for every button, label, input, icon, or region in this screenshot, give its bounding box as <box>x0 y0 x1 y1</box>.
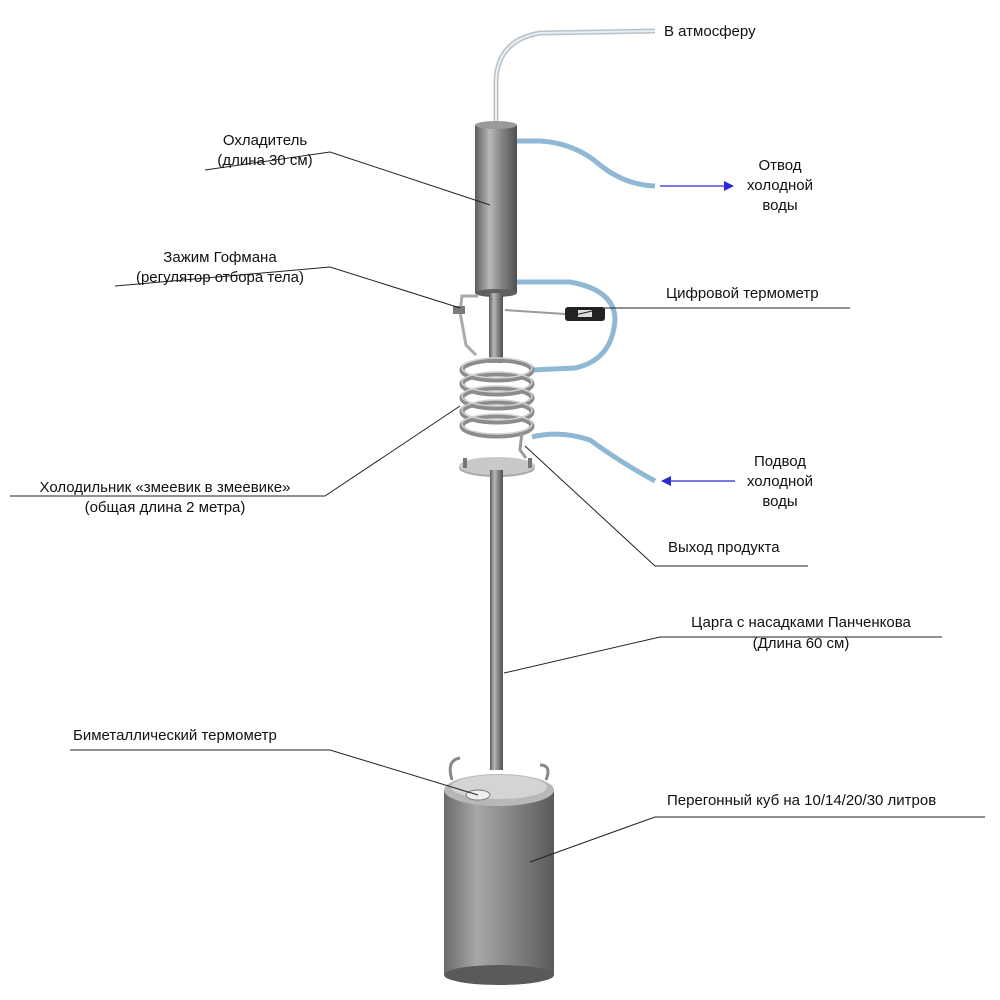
cold-water-outlet-label-1: Отвод <box>758 157 802 174</box>
still-pot <box>444 756 554 985</box>
digital-thermometer-probe <box>504 307 605 321</box>
connecting-hose <box>517 279 618 373</box>
cold-water-inlet-hose <box>531 431 657 484</box>
atmosphere-tube <box>493 28 656 124</box>
coil-condenser-title-label: Холодильник «змеевик в змеевике» <box>39 479 291 496</box>
cold-water-outlet-label-2: холодной <box>746 177 814 194</box>
cooler-title-label: Охладитель <box>222 132 308 149</box>
hofmann-clamp-title-label: Зажим Гофмана <box>163 249 277 266</box>
cold-water-inlet-label-1: Подвод <box>753 453 807 470</box>
column-flange <box>459 457 535 477</box>
column-length-label: (Длина 60 см) <box>752 635 850 652</box>
cold-water-inlet-label-3: воды <box>762 493 798 510</box>
cold-water-inlet-label-2: холодной <box>746 473 814 490</box>
product-outlet-tube <box>518 431 528 459</box>
column-title-label: Царга с насадками Панченкова <box>691 614 911 631</box>
cooler-length-label: (длина 30 см) <box>217 152 313 169</box>
coil-condenser-sub-label: (общая длина 2 метра) <box>84 499 246 516</box>
digital-thermometer-label: Цифровой термометр <box>666 285 819 302</box>
atmosphere-label: В атмосферу <box>664 23 756 40</box>
leader-lines <box>10 151 985 863</box>
hofmann-clamp <box>453 306 465 314</box>
column-tube <box>490 470 503 770</box>
cooler-cylinder <box>475 121 517 297</box>
product-outlet-label: Выход продукта <box>668 539 780 556</box>
hofmann-clamp-sub-label: (регулятор отбора тела) <box>135 269 305 286</box>
hofmann-clamp-tube <box>458 294 478 357</box>
cold-water-outlet-hose <box>517 138 656 189</box>
still-pot-label: Перегонный куб на 10/14/20/30 литров <box>667 792 937 809</box>
cold-water-outlet-label-3: воды <box>762 197 798 214</box>
bimetal-thermometer-label: Биметаллический термометр <box>73 727 277 744</box>
